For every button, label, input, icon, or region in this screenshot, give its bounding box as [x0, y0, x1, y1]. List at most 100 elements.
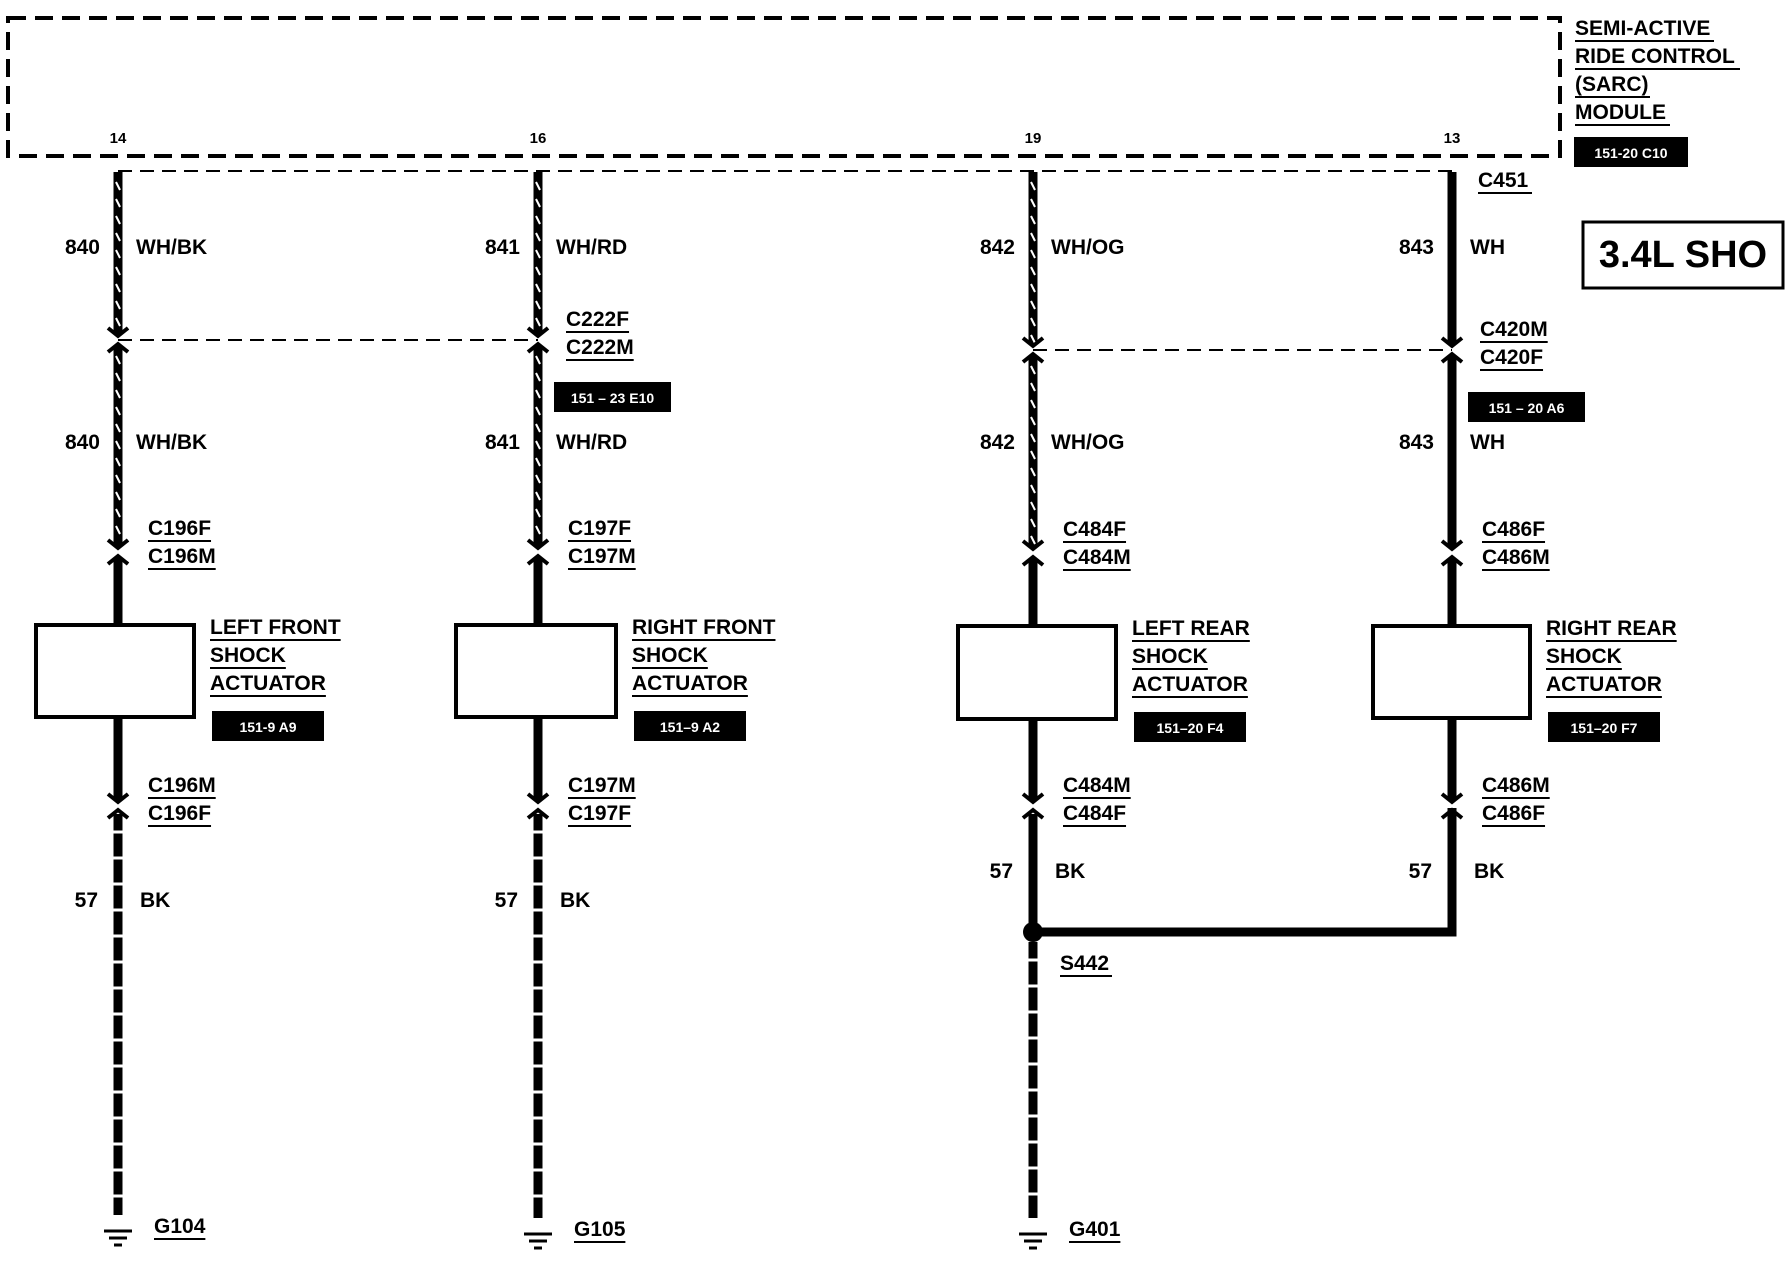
- splice-dot: [1023, 922, 1043, 942]
- module-outline: [6, 16, 1562, 158]
- lf-ground-connector-female: [106, 792, 130, 805]
- lf-lower-connector-a: C196F: [148, 517, 211, 540]
- rr-lower-connector-b: C486M: [1482, 546, 1550, 569]
- rf-ground-connector-male: [526, 807, 550, 820]
- lr-lower-connector-b: C484M: [1063, 546, 1131, 569]
- lf-circuit-number-upper: 840: [65, 236, 100, 259]
- lf-wire-middle-twist: [115, 491, 121, 501]
- lf-component-label-2: SHOCK: [210, 644, 286, 667]
- lf-component-box: [34, 623, 196, 719]
- sarc-module: SEMI-ACTIVE RIDE CONTROL (SARC) MODULE 1…: [6, 16, 1740, 194]
- lr-ground-label: G401: [1069, 1218, 1121, 1241]
- rf-lower-connector-b: C197M: [568, 545, 636, 568]
- rf-inline-ref: 151 – 23 E10: [571, 390, 655, 406]
- rf-wire-upper-twist: [535, 181, 541, 191]
- lf-wire-middle-twist: [115, 525, 121, 535]
- lr-wire-upper-twist: [1030, 215, 1036, 225]
- rf-ground-connector-a: C197M: [568, 774, 636, 797]
- engine-label: 3.4L SHO: [1599, 234, 1767, 276]
- rf-wire-upper-twist: [535, 283, 541, 293]
- lf-component-ref: 151-9 A9: [239, 719, 296, 735]
- lf-ground-connector-b: C196F: [148, 802, 211, 825]
- rf-component-label-1: RIGHT FRONT: [632, 616, 776, 639]
- module-pin-13: 13: [1444, 130, 1461, 147]
- rf-component-ref: 151–9 A2: [660, 719, 720, 735]
- lf-wire-upper-twist: [115, 266, 121, 276]
- lr-inline-connector-female: [1021, 336, 1045, 349]
- rf-wire-middle-twist: [535, 355, 541, 365]
- rr-component-label-2: SHOCK: [1546, 645, 1622, 668]
- lr-circuit-number-upper: 842: [980, 236, 1015, 259]
- rf-component-ref-box: [634, 711, 746, 741]
- lf-wire-upper-twist: [115, 198, 121, 208]
- lr-wire-upper-twist: [1030, 249, 1036, 259]
- rf-wire-upper-twist: [535, 266, 541, 276]
- rr-component-ref-box: [1548, 712, 1660, 742]
- rf-wire-upper-twist: [535, 232, 541, 242]
- lf-ground-wire-color: BK: [140, 889, 170, 912]
- module-title-line-2: RIDE CONTROL: [1575, 45, 1735, 68]
- lf-component-label-3: ACTUATOR: [210, 672, 326, 695]
- rr-wire-color-upper: WH: [1470, 236, 1505, 259]
- lr-component-label-1: LEFT REAR: [1132, 617, 1250, 640]
- lf-ground-connector-a: C196M: [148, 774, 216, 797]
- lf-wire-upper-twist: [115, 300, 121, 310]
- rr-ground-connector-b: C486F: [1482, 802, 1545, 825]
- lr-component-ref: 151–20 F4: [1157, 720, 1224, 736]
- lr-wire-upper-twist: [1030, 283, 1036, 293]
- rf-wire-middle-twist: [535, 457, 541, 467]
- rf-ground-circuit-number: 57: [495, 889, 518, 912]
- lr-lower-connector-male: [1021, 554, 1045, 567]
- rr-circuit-number-middle: 843: [1399, 431, 1434, 454]
- rf-inline-connector-female: [526, 326, 550, 339]
- rf-ground-wire-color: BK: [560, 889, 590, 912]
- rf-wire-upper-twist: [535, 300, 541, 310]
- rf-lower-connector-a: C197F: [568, 517, 631, 540]
- lf-inline-connector-female: [106, 326, 130, 339]
- lf-wire-upper-twist: [115, 249, 121, 259]
- module-ref: 151-20 C10: [1594, 145, 1667, 161]
- lf-ground-connector-male: [106, 807, 130, 820]
- lf-wire-middle-twist: [115, 474, 121, 484]
- rf-inline-name-a: C222F: [566, 308, 629, 331]
- lr-wire-middle-twist: [1030, 365, 1036, 375]
- rf-circuit-number-upper: 841: [485, 236, 520, 259]
- rr-component-box: [1371, 624, 1532, 720]
- lr-wire-upper-twist: [1030, 232, 1036, 242]
- rf-wire-upper-twist: [535, 215, 541, 225]
- lf-wire-middle-twist: [115, 457, 121, 467]
- rr-component-label-3: ACTUATOR: [1546, 673, 1662, 696]
- lf-wire-upper-twist: [115, 317, 121, 327]
- lf-wire-upper-twist: [115, 215, 121, 225]
- lr-ground-connector-a: C484M: [1063, 774, 1131, 797]
- lr-ground-circuit-number: 57: [990, 860, 1013, 883]
- lf-ground-label: G104: [154, 1215, 206, 1238]
- module-connector-label: C451: [1478, 169, 1529, 192]
- lr-ground-connector-male: [1021, 807, 1045, 820]
- rr-inline-ref: 151 – 20 A6: [1489, 400, 1565, 416]
- rf-wire-middle-twist: [535, 423, 541, 433]
- lr-ground-connector-b: C484F: [1063, 802, 1126, 825]
- module-title-line-1: SEMI-ACTIVE: [1575, 17, 1710, 40]
- splice-s442: S442: [1023, 808, 1457, 977]
- module-pin-19: 19: [1025, 130, 1042, 147]
- rf-component-label-3: ACTUATOR: [632, 672, 748, 695]
- lf-wire-upper-twist: [115, 232, 121, 242]
- lf-wire-upper-twist: [115, 181, 121, 191]
- lr-wire-upper-twist: [1030, 181, 1036, 191]
- rf-inline-name-b: C222M: [566, 336, 634, 359]
- rf-wire-middle-twist: [535, 525, 541, 535]
- lr-wire-middle-twist: [1030, 433, 1036, 443]
- lr-wire-color-upper: WH/OG: [1051, 236, 1125, 259]
- lf-component-label-1: LEFT FRONT: [210, 616, 341, 639]
- module-pin-14: 14: [110, 130, 127, 147]
- rf-inline-connector-male: [526, 341, 550, 354]
- lf-wire-middle-twist: [115, 372, 121, 382]
- lr-wire-upper-twist: [1030, 300, 1036, 310]
- lr-wire-middle-twist: [1030, 535, 1036, 545]
- module-title-line-4: MODULE: [1575, 101, 1666, 124]
